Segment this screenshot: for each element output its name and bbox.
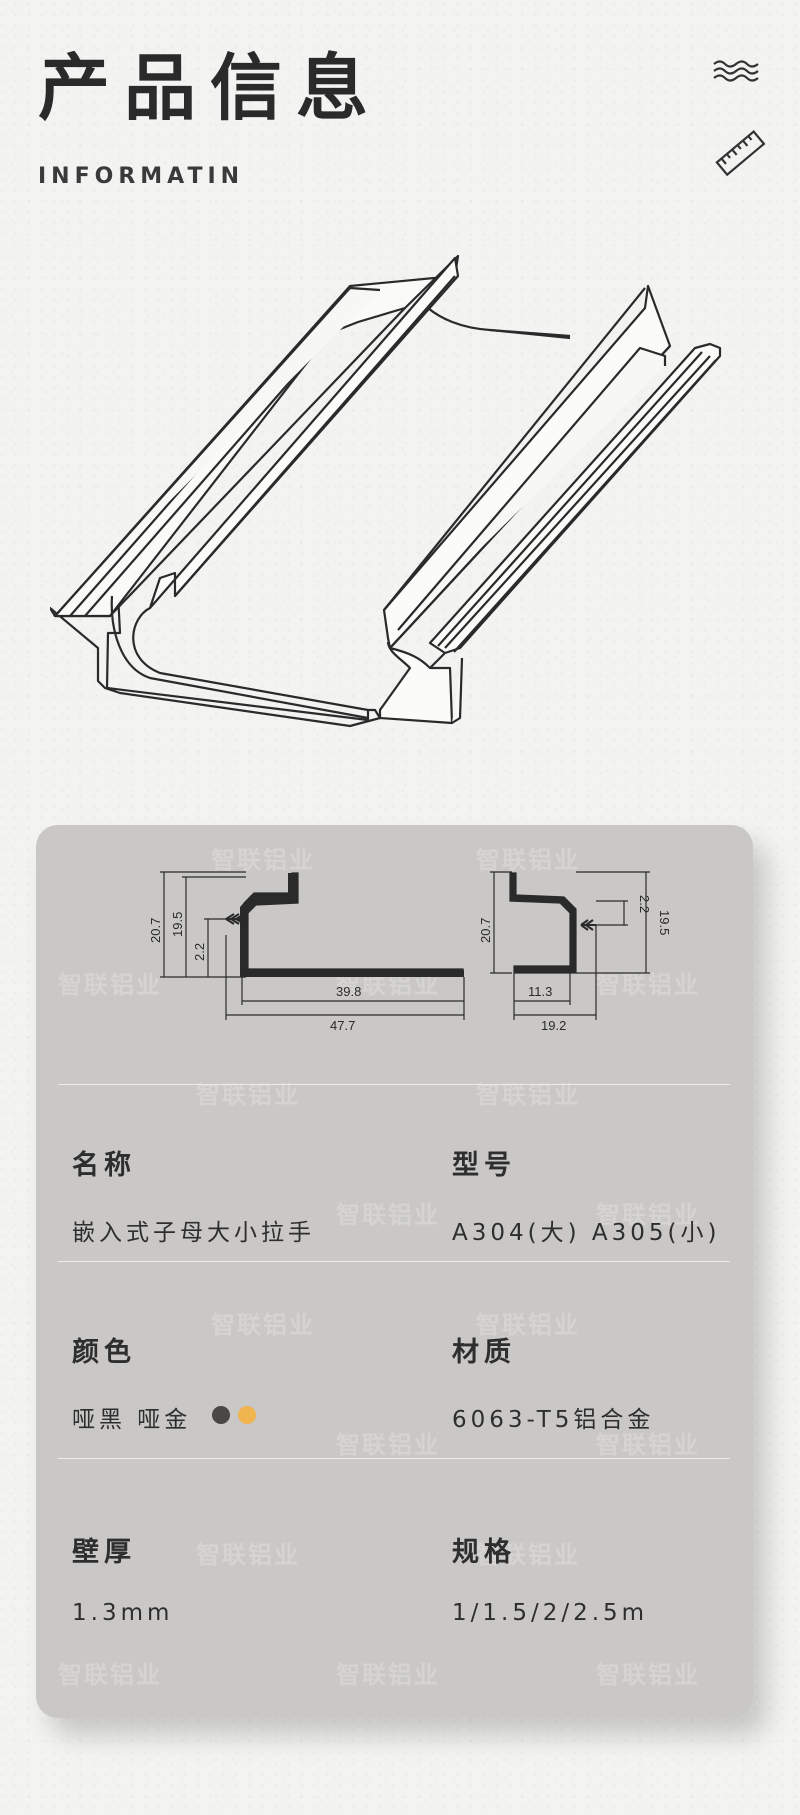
dim-large-width-inner: 39.8 — [336, 984, 361, 999]
color-swatch-black — [212, 1406, 230, 1424]
divider — [58, 1084, 730, 1085]
spec-value-thickness: 1.3mm — [72, 1600, 174, 1626]
watermark-text: 智联铝业 — [336, 1201, 440, 1229]
dim-large-height-inner: 19.5 — [170, 912, 185, 937]
watermark-text: 智联铝业 — [336, 1661, 440, 1689]
watermark-text: 智联铝业 — [58, 1661, 162, 1689]
spec-label-material: 材质 — [452, 1337, 516, 1368]
spec-label-name: 名称 — [72, 1150, 136, 1181]
spec-value-spec: 1/1.5/2/2.5m — [452, 1600, 649, 1626]
color-swatch-gold — [238, 1406, 256, 1424]
watermark-text: 智联铝业 — [211, 1311, 315, 1339]
dim-small-width-outer: 19.2 — [541, 1018, 566, 1033]
spec-label-model: 型号 — [452, 1150, 516, 1181]
spec-value-name: 嵌入式子母大小拉手 — [72, 1220, 315, 1246]
dim-large-width-outer: 47.7 — [330, 1018, 355, 1033]
page-subtitle: INFORMATIN — [38, 164, 245, 189]
dim-small-width-inner: 11.3 — [528, 984, 552, 999]
product-info-card: 智联铝业 智联铝业 智联铝业 智联铝业 智联铝业 智联铝业 智联铝业 智联铝业 … — [36, 825, 753, 1718]
waves-icon — [713, 60, 759, 82]
product-illustration — [50, 254, 722, 728]
dim-small-lip: 2.2 — [637, 895, 652, 913]
spec-label-spec: 规格 — [452, 1537, 516, 1568]
spec-label-thickness: 壁厚 — [72, 1537, 136, 1568]
spec-value-color: 哑黑 哑金 — [72, 1407, 192, 1433]
spec-value-model: A304(大) A305(小) — [452, 1220, 721, 1246]
divider — [58, 1458, 730, 1459]
spec-value-material: 6063-T5铝合金 — [452, 1407, 655, 1433]
spec-label-color: 颜色 — [72, 1337, 136, 1368]
dim-large-height-outer: 20.7 — [148, 918, 163, 943]
watermark-text: 智联铝业 — [476, 1081, 580, 1109]
dim-small-height-outer: 20.7 — [478, 918, 493, 943]
watermark-text: 智联铝业 — [336, 1431, 440, 1459]
cross-section-drawing: 20.7 19.5 2.2 39.8 47.7 20.7 2.2 19.5 11… — [148, 871, 672, 1033]
watermark-text: 智联铝业 — [196, 1081, 300, 1109]
watermark-text: 智联铝业 — [596, 1661, 700, 1689]
watermark-text: 智联铝业 — [196, 1541, 300, 1569]
divider — [58, 1261, 730, 1262]
page-title: 产品信息 — [38, 46, 383, 130]
ruler-icon — [715, 130, 766, 177]
dim-large-lip: 2.2 — [192, 943, 207, 961]
dim-small-height-inner: 19.5 — [657, 910, 672, 935]
